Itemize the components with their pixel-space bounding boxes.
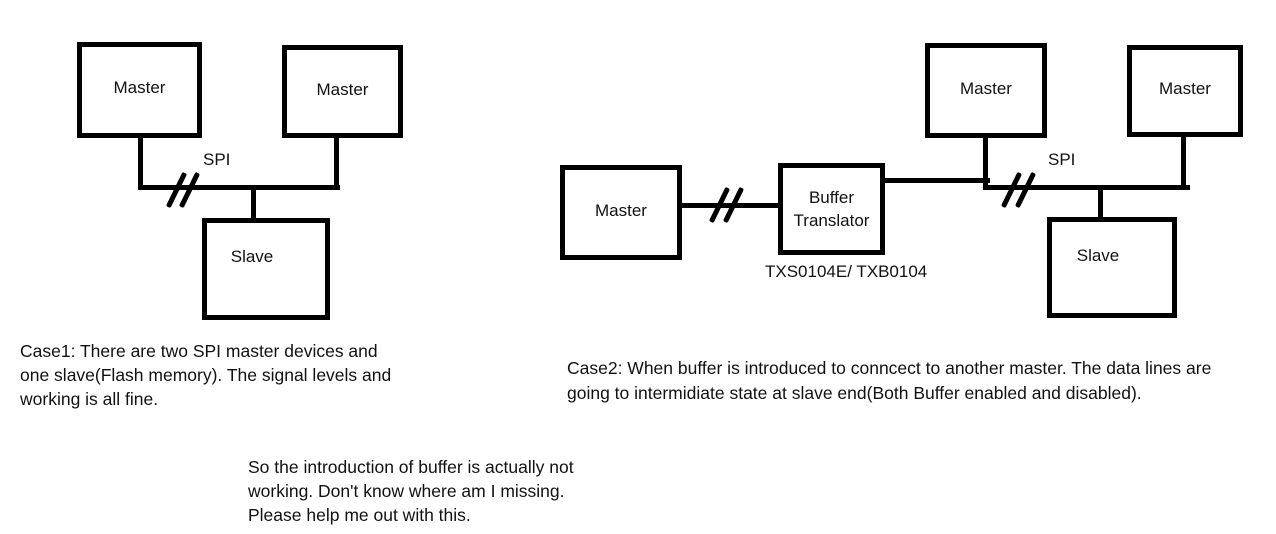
case2-master3-label: Master <box>1159 79 1211 98</box>
case1-caption: Case1: There are two SPI master devices … <box>20 339 391 411</box>
case2-master3-connector-line <box>1181 137 1186 190</box>
case1-master2-label: Master <box>316 79 369 99</box>
case1-master1-label: Master <box>113 78 166 97</box>
footer-note: So the introduction of buffer is actuall… <box>248 455 574 527</box>
case2-master1-label: Master <box>595 200 647 220</box>
case2-master2-label: Master <box>960 78 1012 98</box>
footer-note-line1: So the introduction of buffer is actuall… <box>248 457 574 477</box>
case1-master1-box: Master <box>77 42 202 138</box>
case2-slave-label: Slave <box>1076 245 1120 265</box>
case2-caption: Case2: When buffer is introduced to conn… <box>567 356 1211 406</box>
footer-note-line3: Please help me out with this. <box>248 505 471 525</box>
case2-slave-box: Slave <box>1047 217 1177 318</box>
case1-caption-line1: Case1: There are two SPI master devices … <box>20 341 378 361</box>
case2-master2-connector-line <box>983 138 988 190</box>
case2-spi-bus-line <box>983 185 1190 190</box>
case1-slave-connector-line <box>251 190 256 218</box>
case2-buffer-translator-label: Buffer Translator <box>793 188 870 230</box>
case2-slave-connector-line <box>1098 190 1103 217</box>
case1-spi-label: SPI <box>203 150 231 169</box>
case2-caption-line1: Case2: When buffer is introduced to conn… <box>567 358 1212 378</box>
case2-spi-label: SPI <box>1048 150 1076 169</box>
case1-caption-line2: one slave(Flash memory). The signal leve… <box>20 365 392 385</box>
case2-buffer-translator-box: Buffer Translator <box>778 163 885 255</box>
case2-part-number-label: TXS0104E/ TXB0104 <box>765 262 928 281</box>
case1-master1-connector-line <box>138 138 143 190</box>
case2-master1-box: Master <box>560 165 682 260</box>
case1-slave-label: Slave <box>230 247 274 266</box>
case1-master2-box: Master <box>282 45 403 138</box>
case1-master2-connector-line <box>334 138 339 190</box>
case2-master3-box: Master <box>1127 45 1243 137</box>
case2-buffer-to-bus-line <box>885 178 990 183</box>
case2-caption-line2: going to intermidiate state at slave end… <box>567 383 1142 403</box>
case1-caption-line3: working is all fine. <box>20 389 159 409</box>
case1-spi-bus-line <box>138 185 340 190</box>
case1-slave-box: Slave <box>202 218 330 320</box>
case2-master2-box: Master <box>925 43 1047 138</box>
footer-note-line2: working. Don't know where am I missing. <box>248 481 565 501</box>
